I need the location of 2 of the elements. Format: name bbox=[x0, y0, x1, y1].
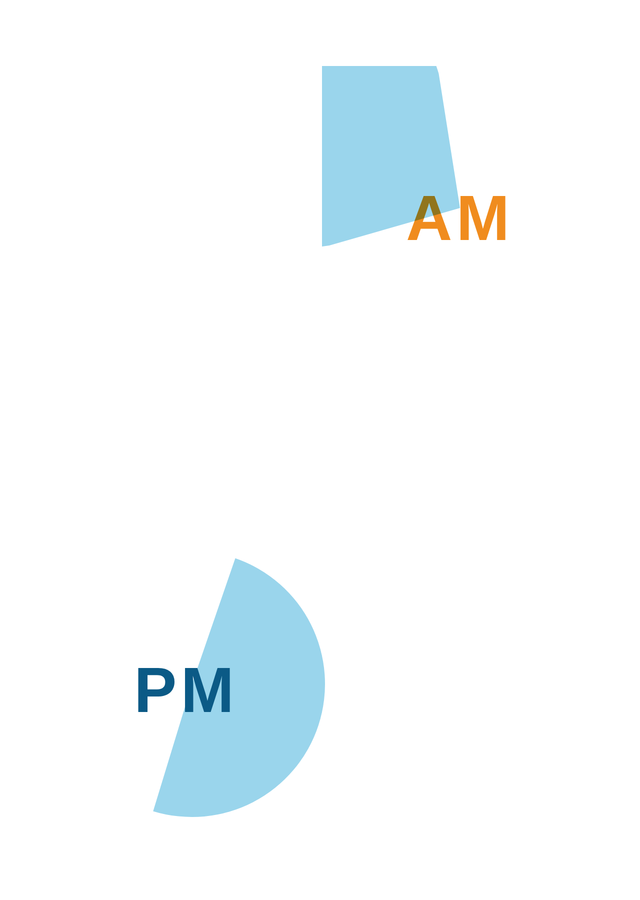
sector-label: PM bbox=[134, 658, 238, 722]
sector-label: AM bbox=[406, 186, 514, 250]
